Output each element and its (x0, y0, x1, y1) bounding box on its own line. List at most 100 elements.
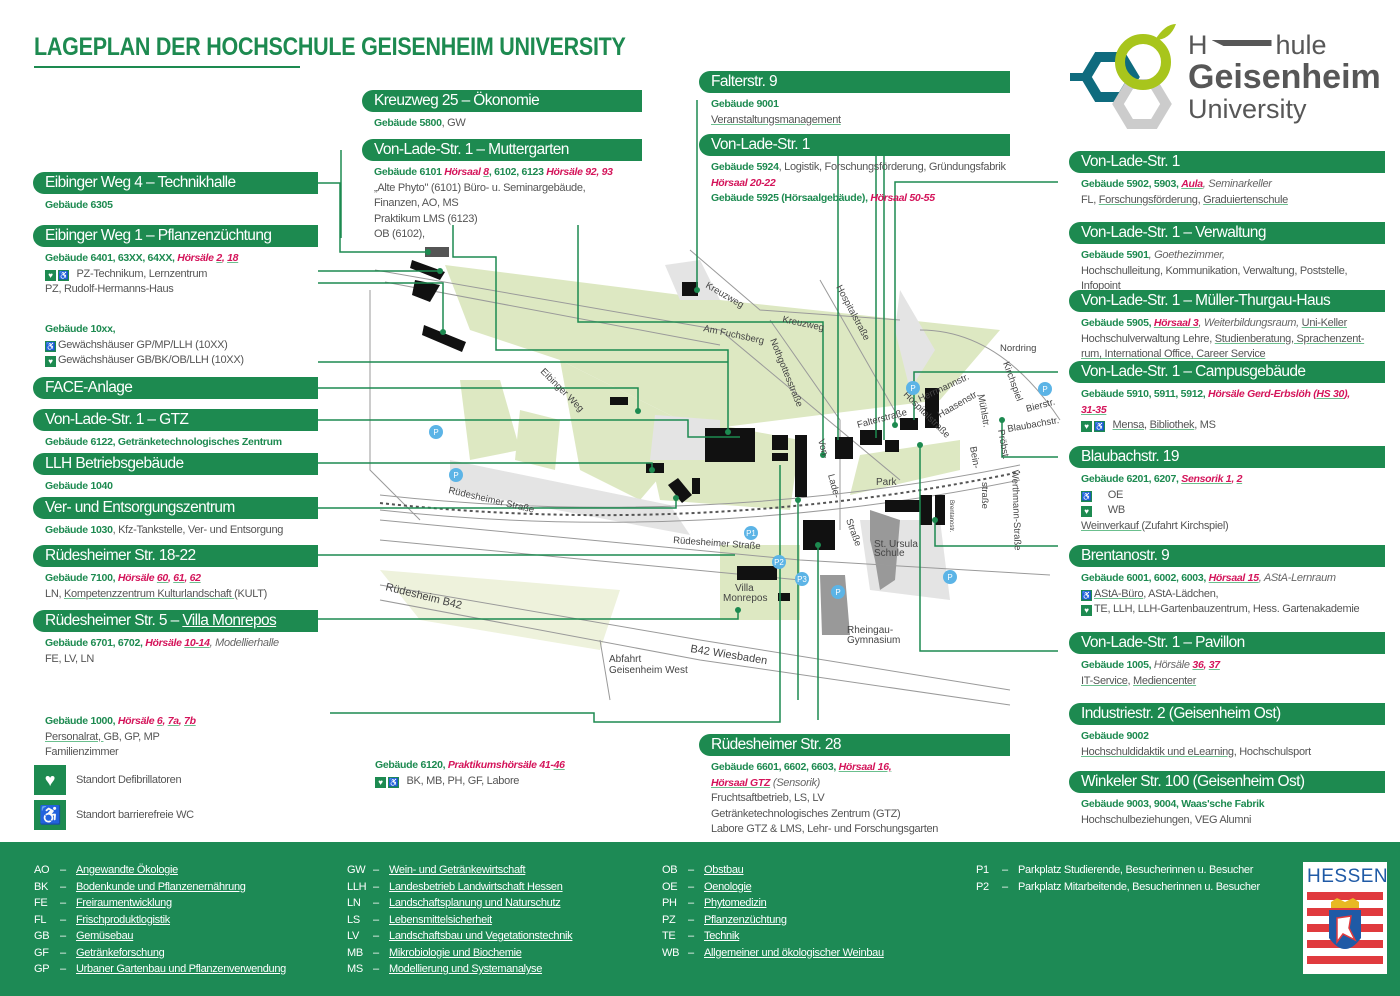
info-link[interactable]: 7a (167, 715, 179, 727)
abbreviation-link[interactable]: Oenologie (704, 880, 752, 893)
info-text: LN, (45, 587, 64, 600)
parking-label[interactable]: P (910, 384, 915, 393)
info-link[interactable]: Weinverkauf (1081, 519, 1142, 532)
info-link[interactable]: Studienberatung, Sprachenzent- (1214, 332, 1365, 345)
abbreviation-link[interactable]: Landschaftsplanung und Naturschutz (389, 897, 561, 909)
parking-label[interactable]: P3 (797, 575, 807, 584)
map-roads (369, 249, 1061, 706)
info-line: ♥TE, LLH, LLH-Gartenbauzentrum, Hess. Ga… (1081, 602, 1385, 618)
info-link[interactable]: 18 (227, 252, 239, 264)
info-text: Labore GTZ & LMS, Lehr- und Forschungsga… (711, 823, 939, 835)
info-link[interactable]: Mensa (1112, 419, 1145, 431)
info-link[interactable]: Graduiertenschule (1203, 193, 1288, 206)
info-link[interactable]: rum, International Office, Career Servic… (1081, 348, 1266, 360)
info-link[interactable]: 6 (156, 715, 163, 727)
info-link[interactable]: 36 (1192, 659, 1204, 671)
abbreviation-key: PZ (662, 913, 676, 926)
info-link[interactable]: 62 (189, 572, 201, 584)
location-gebaeude-6120: Gebäude 6120, Praktikumshörsäle 41-46♥♿ … (363, 754, 643, 789)
abbreviation-link[interactable]: Allgemeiner und ökologischer Weinbau (704, 946, 884, 959)
parking-label[interactable]: P (835, 588, 840, 597)
parking-label[interactable]: P (947, 573, 952, 582)
logo-text: hule (1275, 30, 1327, 60)
info-link[interactable]: 2 (216, 252, 222, 264)
info-link[interactable]: 10-14 (184, 637, 210, 649)
place-label: Monrepos (723, 593, 767, 604)
info-text: , (221, 252, 228, 264)
info-link[interactable]: HS 30 (1316, 388, 1345, 400)
info-link[interactable]: 8 (483, 166, 489, 178)
info-link[interactable]: Hörsaal 16, (838, 761, 892, 773)
info-link[interactable]: AStA-Büro (1094, 587, 1144, 600)
abbreviation-link[interactable]: Freiraumentwicklung (76, 897, 172, 909)
abbreviation-link[interactable]: Pflanzenzüchtung (704, 913, 787, 926)
info-link[interactable]: Hörsaal 15 (1208, 572, 1259, 584)
parking-label[interactable]: P (453, 471, 458, 480)
parking-label[interactable]: P1 (746, 529, 756, 538)
info-link[interactable]: 7b (184, 715, 196, 727)
info-link[interactable]: Mediencenter (1133, 674, 1197, 687)
info-link[interactable]: Hörsaal GTZ (711, 776, 771, 789)
abbreviation-link[interactable]: Getränkeforschung (76, 946, 165, 959)
info-link[interactable]: Veranstaltungsmanagement (711, 113, 841, 126)
accessible-wc-icon: ♿ (58, 269, 69, 281)
abbreviation-link[interactable]: Phytomedizin (704, 897, 767, 909)
parking-markers[interactable]: P P P P P P P1 P2 P3 (429, 381, 1052, 599)
place-label: Abfahrt (609, 654, 641, 665)
abbreviation-link[interactable]: Modellierung und Systemanalyse (389, 963, 543, 975)
place-labels: Park Villa Monrepos St. Ursula Schule Rh… (609, 477, 1004, 676)
info-text: Gebäude 9003, 9004, Waas'sche Fabrik (1081, 798, 1265, 810)
abbreviation-link[interactable]: Landschaftsbau und Vegetationstechnik (389, 930, 573, 942)
info-link[interactable]: 37 (1208, 659, 1220, 671)
abbreviation-link[interactable]: Mikrobiologie und Biochemie (389, 946, 522, 959)
location-header: Rüdesheimer Str. 18-22 (33, 545, 318, 567)
info-link[interactable]: Bibliothek (1149, 419, 1195, 431)
info-text: Gebäude 1000, (45, 715, 118, 727)
location-title: Rüdesheimer Str. 5 – (45, 612, 183, 629)
location-title: Brentanostr. 9 (1081, 547, 1170, 564)
parking-label[interactable]: P2 (774, 558, 784, 567)
info-link[interactable]: Sensorik 1 (1181, 473, 1232, 485)
abbreviation-link[interactable]: Urbaner Gartenbau und Pflanzenverwendung (76, 963, 286, 975)
place-label: Park (876, 477, 898, 488)
info-line: Gebäude 9002 (1081, 729, 1385, 745)
info-link[interactable]: 60 (156, 572, 168, 584)
info-text: (Zufahrt Kirchspiel) (1141, 519, 1229, 532)
abbreviation-link[interactable]: Gemüsebau (76, 930, 134, 942)
abbreviation-link[interactable]: Technik (704, 930, 740, 942)
info-link[interactable]: Personalrat, (45, 730, 104, 743)
abbreviation-link[interactable]: Frischproduktlogistik (76, 913, 170, 926)
info-link[interactable]: Uni-Keller (1301, 317, 1348, 329)
location-title-link[interactable]: Villa Monrepos (182, 612, 277, 629)
info-text: Hörsäle (1153, 659, 1193, 671)
dash: – (60, 946, 66, 959)
abbreviation-row: GB–Gemüsebau (34, 930, 286, 947)
info-link[interactable]: 31-35 (1081, 403, 1107, 416)
abbreviation-link[interactable]: Obstbau (704, 864, 744, 876)
dash: – (60, 930, 66, 942)
info-link[interactable]: Kompetenzzentrum Kulturlandschaft (63, 587, 235, 600)
abbreviation-link[interactable]: Wein- und Getränkewirtschaft (389, 864, 526, 876)
info-link[interactable]: IT-Service (1081, 674, 1128, 687)
info-link[interactable]: Forschungsförderung (1098, 193, 1198, 206)
info-text: Gebäude 6401, 63XX, 64XX, (45, 252, 178, 264)
dash: – (688, 913, 694, 926)
abbreviation-link[interactable]: Landesbetrieb Landwirtschaft Hessen (389, 880, 563, 893)
info-text: , (162, 715, 168, 727)
info-text: Gebäude 6120, (375, 759, 448, 771)
info-link[interactable]: 2 (1236, 473, 1243, 485)
info-link[interactable]: 61 (173, 572, 185, 584)
abbreviation-link[interactable]: Angewandte Ökologie (76, 864, 178, 876)
parking-label[interactable]: P (1042, 385, 1047, 394)
dash: – (688, 897, 694, 909)
parking-label[interactable]: P (433, 428, 438, 437)
info-link[interactable]: Aula (1181, 178, 1203, 190)
info-text: Gewächshäuser GB/BK/OB/LLH (10XX) (58, 354, 244, 366)
info-link[interactable]: Hörsaal 3 (1153, 317, 1199, 329)
abbreviation-link[interactable]: Bodenkunde und Pflanzenernährung (76, 880, 246, 893)
abbreviation-link[interactable]: Lebensmittelsicherheit (389, 913, 492, 926)
info-link[interactable]: 46 (553, 759, 565, 771)
info-link[interactable]: Hochschuldidaktik und eLearning (1081, 745, 1234, 758)
